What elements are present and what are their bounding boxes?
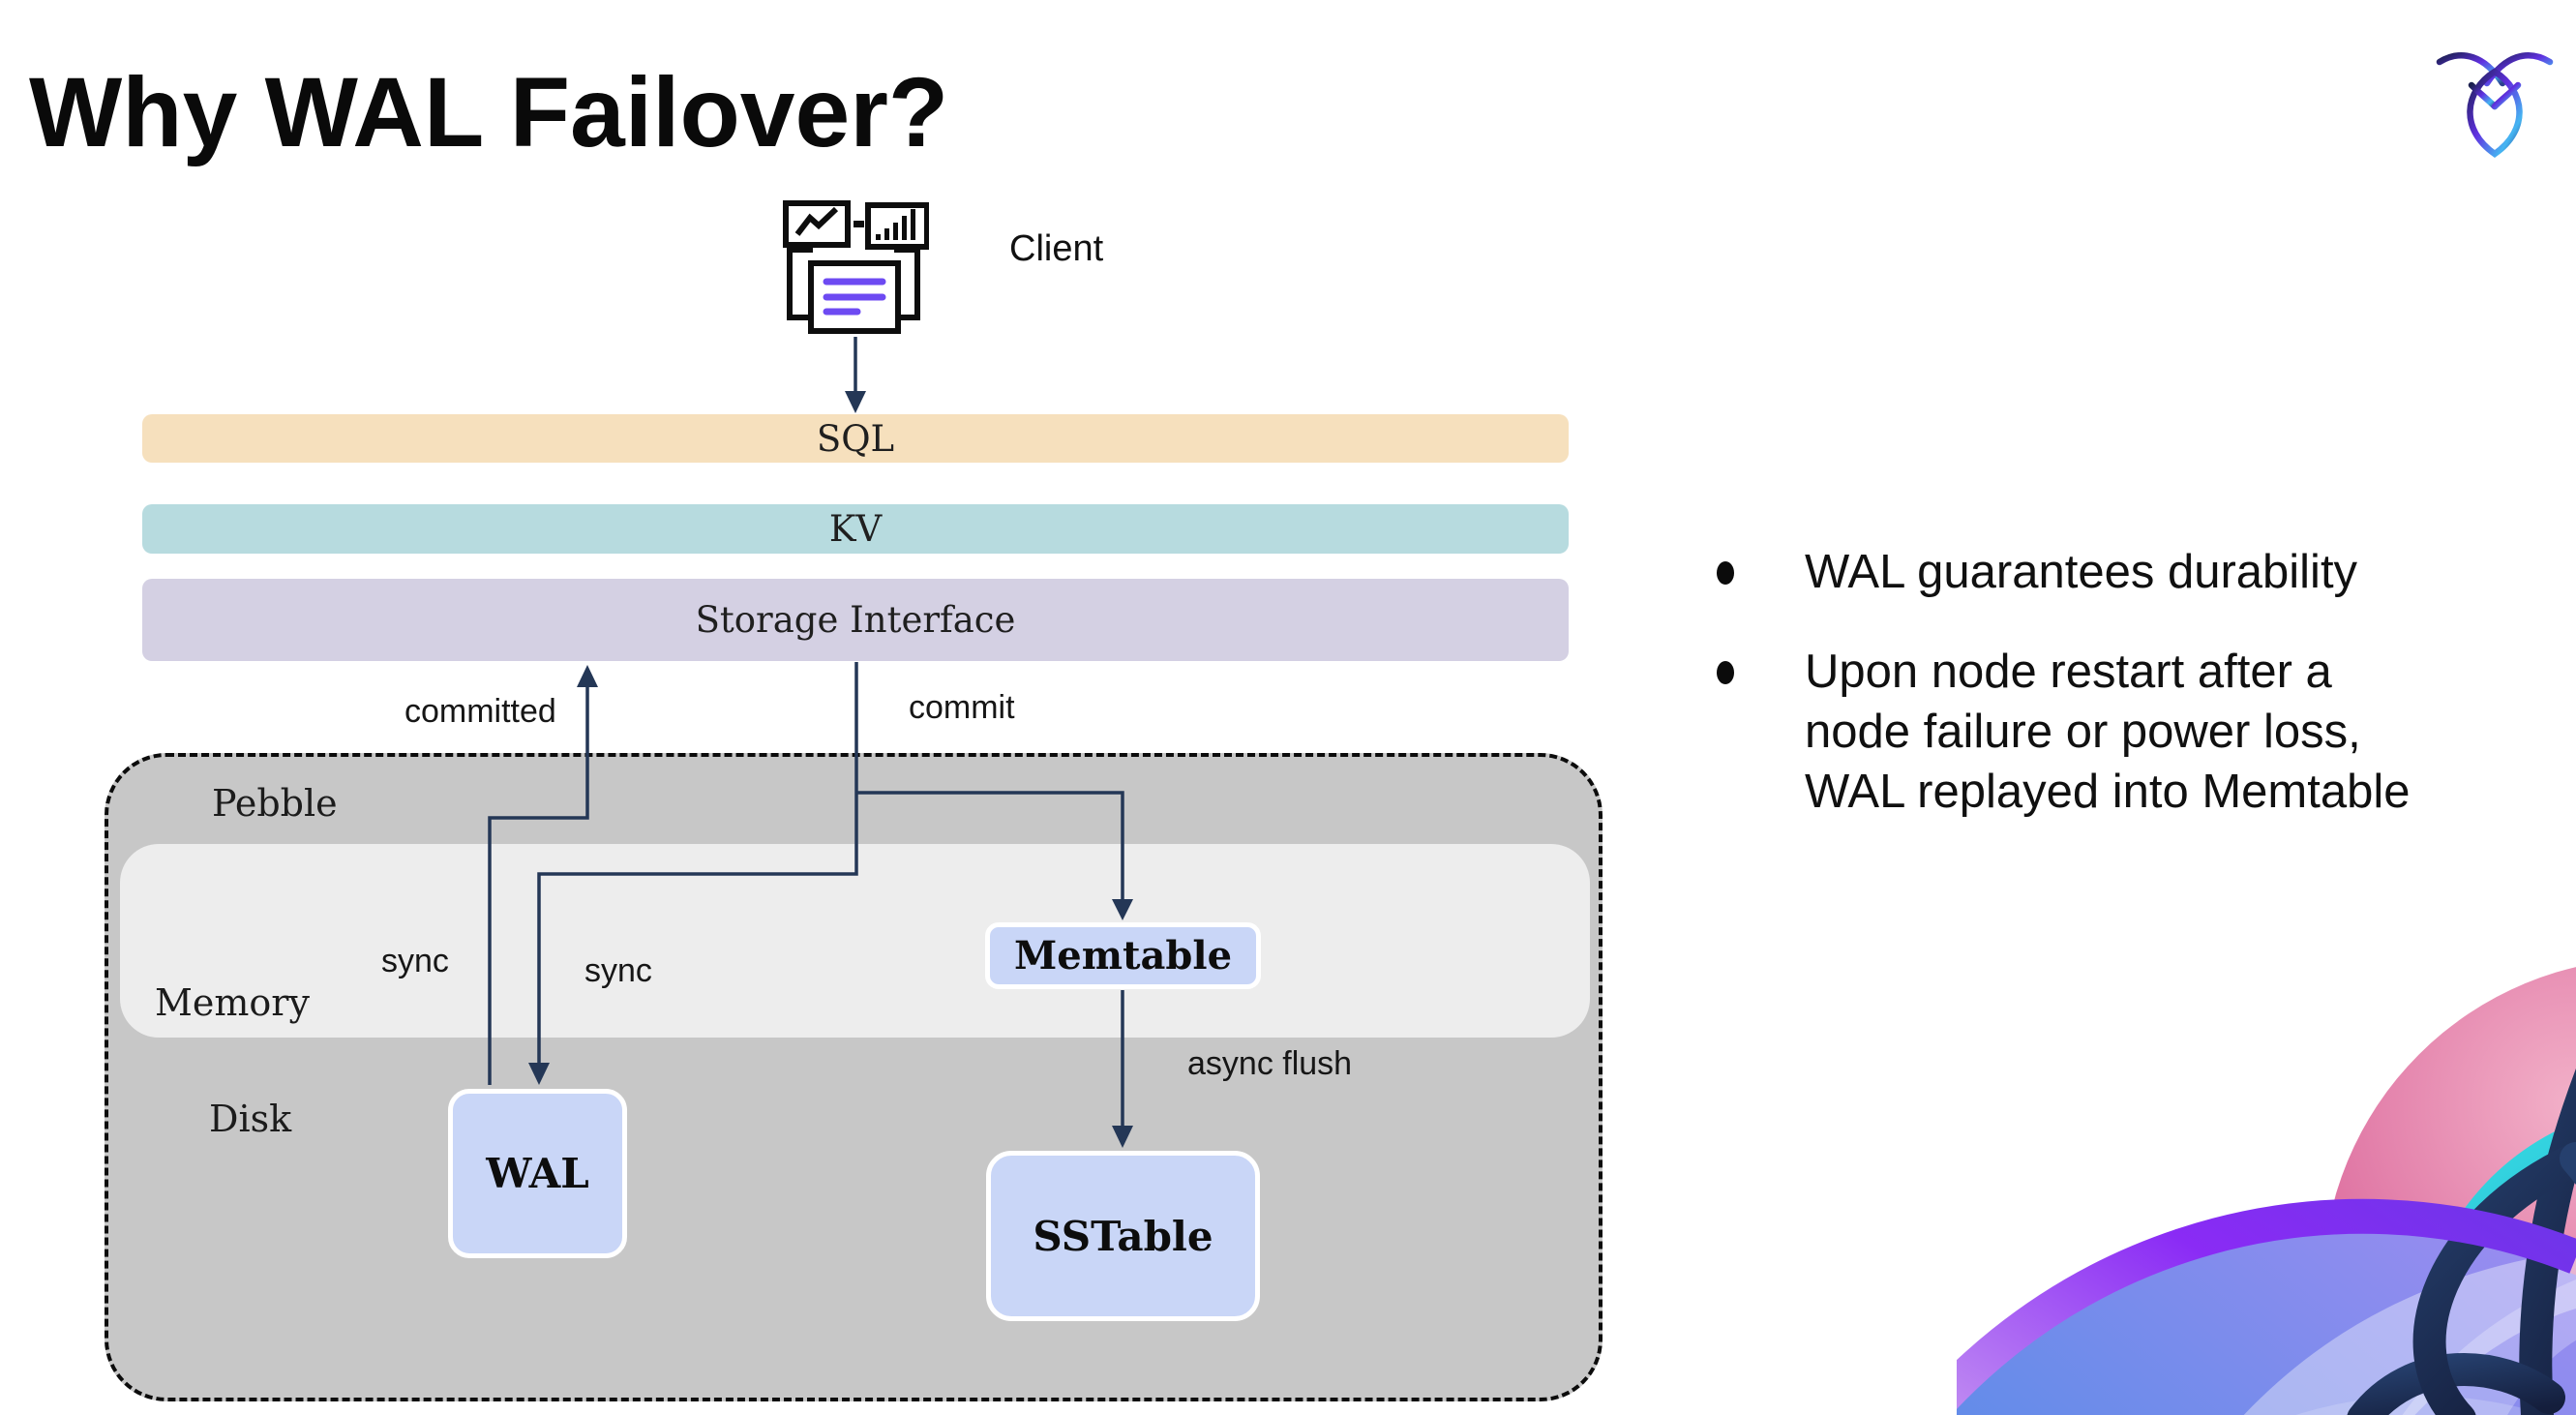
memtable-box-label: Memtable xyxy=(1013,933,1233,978)
bullet-item: Upon node restart after a node failure o… xyxy=(1805,646,2411,818)
disk-label: Disk xyxy=(209,1098,292,1140)
cockroach-brand-graphic xyxy=(1957,967,2576,1415)
layer-bar-sql: SQL xyxy=(142,414,1569,463)
arrowhead-sql xyxy=(845,391,866,413)
client-label: Client xyxy=(1009,228,1104,269)
memtable-box: Memtable xyxy=(985,922,1261,989)
arrowhead-committed xyxy=(577,665,598,687)
memory-band xyxy=(120,844,1590,1038)
memory-label: Memory xyxy=(155,981,310,1024)
wal-box-label: WAL xyxy=(486,1150,589,1197)
bullet-icon xyxy=(1717,561,1734,585)
bullet-item: WAL guarantees durability xyxy=(1805,546,2358,598)
pebble-label: Pebble xyxy=(212,782,338,825)
edge-label-committed: committed xyxy=(404,693,556,730)
edge-label-commit: commit xyxy=(909,689,1015,726)
layer-bar-storage-interface: Storage Interface xyxy=(142,579,1569,661)
edge-label-async-flush: async flush xyxy=(1187,1045,1353,1082)
bullet-icon xyxy=(1717,661,1734,684)
layer-bar-sql-label: SQL xyxy=(816,417,895,460)
layer-bar-storage-label: Storage Interface xyxy=(695,599,1016,641)
client-devices-icon xyxy=(783,200,929,334)
layer-bar-kv: KV xyxy=(142,504,1569,554)
cockroachdb-logo-icon xyxy=(2436,52,2554,158)
edge-label-sync-up: sync xyxy=(381,943,449,979)
edge-label-sync-down: sync xyxy=(584,952,652,989)
sstable-box: SSTable xyxy=(986,1151,1260,1321)
wal-box: WAL xyxy=(448,1089,627,1258)
sstable-box-label: SSTable xyxy=(1033,1212,1213,1260)
page-title: Why WAL Failover? xyxy=(29,57,949,167)
layer-bar-kv-label: KV xyxy=(828,508,883,550)
